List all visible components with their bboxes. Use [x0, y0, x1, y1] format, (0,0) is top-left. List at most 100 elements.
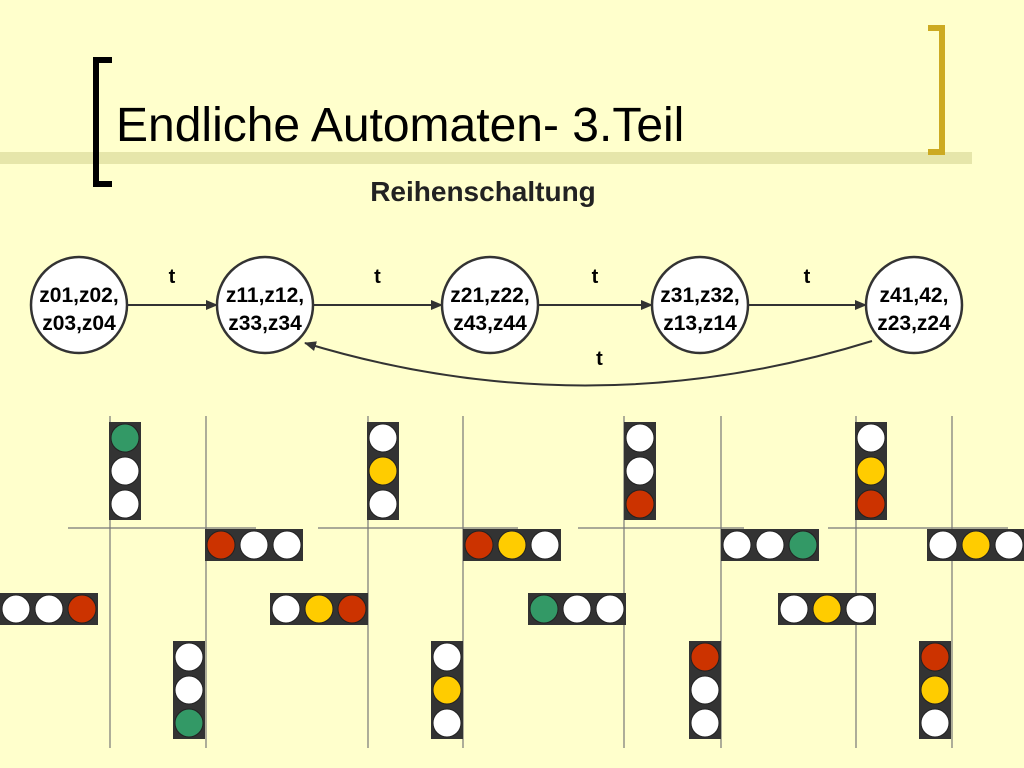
traffic-light-top: [624, 422, 656, 520]
traffic-light-bottom: [689, 641, 721, 739]
traffic-light-right: [721, 529, 819, 561]
lamp-off: [368, 423, 398, 453]
state-diagram: z01,z02, z03,z04 z11,z12, z33,z34 z21,z22, z4…: [29, 255, 964, 387]
state-node: z01,z02, z03,z04: [29, 255, 129, 355]
lamp-off: [690, 675, 720, 705]
state-node: z31,z32, z13,z14: [650, 255, 750, 355]
traffic-light-right: [463, 529, 561, 561]
lamp-yellow: [920, 675, 950, 705]
state-node: z21,z22, z43,z44: [440, 255, 540, 355]
crossing: [270, 416, 561, 748]
transition-arrow-back: [304, 340, 873, 387]
state-label-line1: z11,z12,: [226, 284, 304, 307]
lamp-red: [337, 594, 367, 624]
crossing: [528, 416, 819, 748]
lamp-off: [271, 594, 301, 624]
state-node: z11,z12, z33,z34: [215, 255, 315, 355]
traffic-light-left: [528, 593, 626, 625]
lamp-red: [856, 489, 886, 519]
lamp-off: [530, 530, 560, 560]
slide-title: Endliche Automaten- 3.Teil: [116, 99, 685, 152]
lamp-off: [595, 594, 625, 624]
lamp-off: [845, 594, 875, 624]
lamp-off: [722, 530, 752, 560]
lamp-red: [67, 594, 97, 624]
crossing: [0, 416, 303, 748]
lamp-yellow: [961, 530, 991, 560]
lamp-yellow: [497, 530, 527, 560]
lamp-red: [625, 489, 655, 519]
lamp-off: [34, 594, 64, 624]
state-label-line2: z03,z04: [42, 312, 116, 335]
lamp-off: [779, 594, 809, 624]
traffic-light-right: [927, 529, 1024, 561]
transition: t: [748, 266, 867, 310]
lamp-off: [239, 530, 269, 560]
transition: t: [304, 340, 873, 387]
lamp-red: [464, 530, 494, 560]
lamp-off: [110, 489, 140, 519]
lamp-off: [994, 530, 1024, 560]
traffic-light-top: [367, 422, 399, 520]
lamp-off: [755, 530, 785, 560]
lamp-yellow: [812, 594, 842, 624]
lamp-off: [368, 489, 398, 519]
lamp-yellow: [856, 456, 886, 486]
traffic-light-left: [778, 593, 876, 625]
lamp-red: [690, 642, 720, 672]
lamp-off: [625, 423, 655, 453]
state-label-line1: z01,z02,: [39, 284, 118, 307]
slide-subtitle: Reihenschaltung: [370, 176, 596, 207]
lamp-off: [856, 423, 886, 453]
lamp-off: [432, 642, 462, 672]
transition: t: [313, 266, 443, 310]
lamp-off: [928, 530, 958, 560]
transition-label: t: [169, 266, 176, 288]
lamp-off: [562, 594, 592, 624]
traffic-light-bottom: [173, 641, 205, 739]
traffic-light-top: [109, 422, 141, 520]
traffic-light-bottom: [431, 641, 463, 739]
lamp-green: [110, 423, 140, 453]
header-divider: [0, 152, 972, 164]
state-label-line1: z31,z32,: [660, 284, 739, 307]
state-label-line2: z43,z44: [453, 312, 527, 335]
lamp-off: [174, 675, 204, 705]
transition-label: t: [592, 266, 599, 288]
lamp-yellow: [304, 594, 334, 624]
traffic-light-right: [205, 529, 303, 561]
lamp-green: [788, 530, 818, 560]
traffic-light-left: [0, 593, 98, 625]
crossing: [778, 416, 1024, 748]
right-bracket: [928, 25, 945, 155]
state-label-line2: z23,z24: [877, 312, 951, 335]
transition-label: t: [804, 266, 811, 288]
state-label-line2: z33,z34: [228, 312, 302, 335]
lamp-off: [432, 708, 462, 738]
lamp-off: [690, 708, 720, 738]
lamp-off: [174, 642, 204, 672]
lamp-red: [206, 530, 236, 560]
traffic-light-top: [855, 422, 887, 520]
lamp-green: [529, 594, 559, 624]
lamp-yellow: [368, 456, 398, 486]
transition-label: t: [374, 266, 381, 288]
transition-label: t: [596, 348, 603, 370]
left-bracket: [93, 57, 112, 187]
lamp-green: [174, 708, 204, 738]
traffic-light-bottom: [919, 641, 951, 739]
state-label-line1: z41,42,: [880, 284, 949, 307]
transition: t: [127, 266, 218, 310]
state-label-line1: z21,z22,: [450, 284, 529, 307]
lamp-off: [110, 456, 140, 486]
transition: t: [538, 266, 653, 310]
state-node: z41,42, z23,z24: [864, 255, 964, 355]
lamp-off: [272, 530, 302, 560]
traffic-light-crossings: [0, 416, 1024, 748]
lamp-yellow: [432, 675, 462, 705]
state-label-line2: z13,z14: [663, 312, 737, 335]
lamp-off: [625, 456, 655, 486]
lamp-red: [920, 642, 950, 672]
traffic-light-left: [270, 593, 368, 625]
